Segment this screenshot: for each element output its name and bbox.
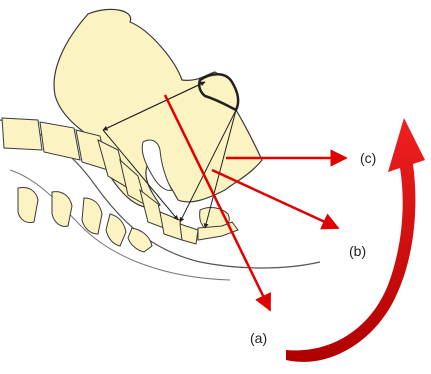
curved-arrow — [286, 118, 425, 362]
label-c: (c) — [360, 150, 376, 166]
arrow-b — [212, 170, 338, 228]
label-b: (b) — [349, 243, 366, 259]
label-a: (a) — [250, 330, 267, 346]
